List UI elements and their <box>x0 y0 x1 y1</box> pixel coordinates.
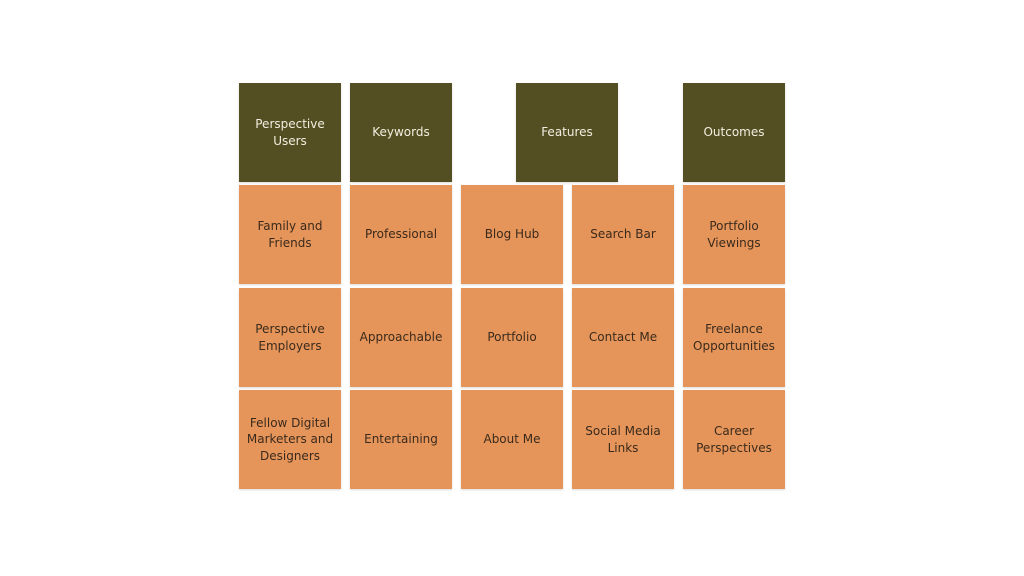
note-label: Contact Me <box>588 330 658 345</box>
sticky-note-users: Perspective Employers <box>239 288 341 387</box>
note-label: Blog Hub <box>484 227 540 242</box>
note-label: Family and Friends <box>257 219 323 250</box>
sticky-note-outcomes: Portfolio Viewings <box>683 185 785 284</box>
sticky-note-features_b: Social Media Links <box>572 390 674 489</box>
note-label: Freelance Opportunities <box>693 322 775 353</box>
header-features: Features <box>516 83 618 182</box>
header-perspective-users: Perspective Users <box>239 83 341 182</box>
note-label: Portfolio Viewings <box>707 219 761 250</box>
sticky-note-keywords: Entertaining <box>350 390 452 489</box>
header-label: Outcomes <box>703 125 765 140</box>
note-label: Entertaining <box>364 432 438 447</box>
header-label: Features <box>541 125 593 140</box>
sticky-note-outcomes: Career Perspectives <box>683 390 785 489</box>
note-label: Career Perspectives <box>696 424 772 455</box>
header-outcomes: Outcomes <box>683 83 785 182</box>
note-label: Approachable <box>359 330 443 345</box>
sticky-note-keywords: Approachable <box>350 288 452 387</box>
note-label: Social Media Links <box>585 424 661 455</box>
header-label: Keywords <box>372 125 430 140</box>
sticky-note-features_b: Contact Me <box>572 288 674 387</box>
sticky-note-outcomes: Freelance Opportunities <box>683 288 785 387</box>
sticky-note-keywords: Professional <box>350 185 452 284</box>
header-label: Perspective Users <box>255 117 325 148</box>
sticky-note-features_a: About Me <box>461 390 563 489</box>
note-label: Professional <box>364 227 438 242</box>
sticky-note-users: Family and Friends <box>239 185 341 284</box>
note-label: Search Bar <box>590 227 656 242</box>
note-label: About Me <box>483 432 541 447</box>
sticky-note-features_a: Blog Hub <box>461 185 563 284</box>
sticky-note-features_b: Search Bar <box>572 185 674 284</box>
sticky-note-features_a: Portfolio <box>461 288 563 387</box>
header-keywords: Keywords <box>350 83 452 182</box>
sticky-note-users: Fellow Digital Marketers and Designers <box>239 390 341 489</box>
note-label: Perspective Employers <box>255 322 325 353</box>
note-label: Portfolio <box>487 330 537 345</box>
note-label: Fellow Digital Marketers and Designers <box>246 415 334 463</box>
